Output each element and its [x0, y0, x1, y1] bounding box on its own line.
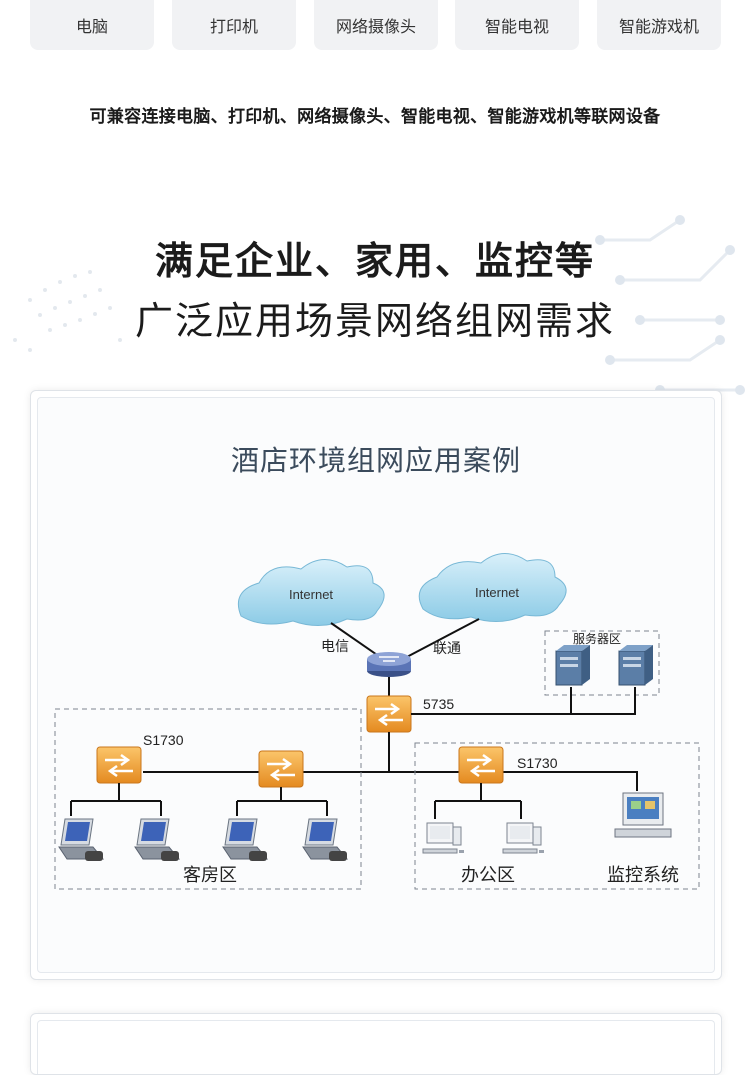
router-icon: [367, 652, 411, 677]
core-switch-label: 5735: [423, 696, 454, 712]
server-zone-box: [544, 630, 660, 696]
server-zone-label: 服务器区: [573, 631, 621, 646]
cloud-right-label: Internet: [475, 585, 519, 600]
zone-guest-label: 客房区: [183, 865, 237, 885]
core-switch-icon: [365, 694, 413, 734]
zone-office-label: 办公区: [461, 865, 515, 885]
device-tab-label: 电脑: [75, 17, 108, 36]
device-tab-label: 智能电视: [484, 17, 549, 36]
office-zone-box: [414, 742, 700, 890]
access-switch-icon: [95, 745, 143, 785]
device-tab-smart-tv[interactable]: 智能电视: [455, 0, 579, 50]
switch-right-label: S1730: [517, 755, 558, 771]
zone-monitor-label: 监控系统: [607, 865, 679, 885]
laptop-icon: [222, 818, 268, 862]
desktop-pc-icon: [502, 822, 545, 854]
monitor-system-icon: [614, 792, 672, 838]
server-icon: [555, 644, 591, 686]
cloud-left-label: Internet: [289, 587, 333, 602]
laptop-icon: [302, 818, 348, 862]
guest-zone-box: [54, 708, 362, 890]
switch-left-label: S1730: [143, 732, 184, 748]
circuit-background-graphic: [13, 215, 745, 395]
headline-line-1: 满足企业、家用、监控等: [154, 239, 595, 283]
device-tab-camera[interactable]: 网络摄像头: [314, 0, 438, 50]
internet-cloud-left: Internet: [237, 559, 385, 626]
device-tab-label: 打印机: [209, 17, 258, 36]
case-study-card: 酒店环境组网应用案例: [30, 390, 722, 980]
headline-line-2: 广泛应用场景网络组网需求: [134, 299, 615, 343]
device-tab-printer[interactable]: 打印机: [172, 0, 296, 50]
access-switch-icon: [257, 749, 305, 789]
server-icon: [618, 644, 654, 686]
device-tab-label: 智能游戏机: [618, 17, 699, 36]
laptop-icon: [58, 818, 104, 862]
card-inner-border: [37, 397, 715, 973]
internet-cloud-right: Internet: [418, 553, 567, 622]
network-topology-diagram: Internet Internet 电信 联通 5735 服务器区: [54, 553, 700, 890]
access-switch-icon: [457, 745, 505, 785]
isp-label-telecom: 电信: [321, 638, 349, 654]
device-tab-row: 电脑 打印机 网络摄像头 智能电视 智能游戏机: [0, 0, 750, 60]
card-inner-border: [37, 1020, 715, 1074]
next-case-card: [30, 1013, 722, 1075]
case-study-title: 酒店环境组网应用案例: [230, 444, 521, 477]
device-tab-computer[interactable]: 电脑: [30, 0, 154, 50]
isp-label-unicom: 联通: [433, 640, 461, 656]
compatibility-text: 可兼容连接电脑、打印机、网络摄像头、智能电视、智能游戏机等联网设备: [89, 107, 661, 127]
device-tab-game-console[interactable]: 智能游戏机: [597, 0, 721, 50]
device-tab-label: 网络摄像头: [335, 17, 416, 36]
laptop-icon: [134, 818, 180, 862]
desktop-pc-icon: [422, 822, 465, 854]
